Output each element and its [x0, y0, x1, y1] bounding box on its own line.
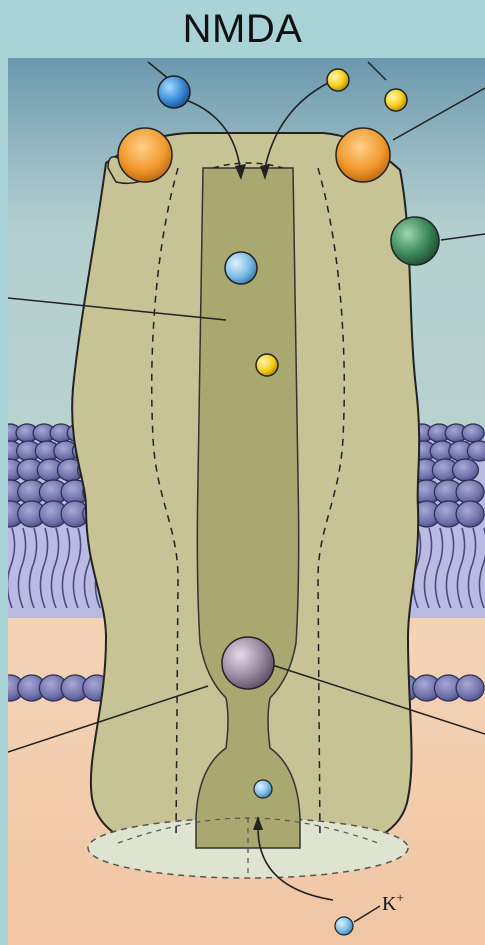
- glycine-binding-site-icon: [391, 217, 439, 265]
- glycine-binding-site: [391, 217, 439, 265]
- glutamate-binding-site-right: [336, 128, 390, 182]
- lipid-head: [456, 675, 484, 701]
- ion-icon: [225, 252, 257, 284]
- magnesium-block-icon: [222, 637, 274, 689]
- lipid-head: [456, 501, 484, 527]
- glutamate-binding-site-icon: [118, 128, 172, 182]
- ion-icon: [158, 76, 190, 108]
- lipid-head: [462, 424, 484, 442]
- ion-icon: [254, 780, 272, 798]
- nmda-receptor-channel: [72, 133, 419, 878]
- potassium-ion-icon: [335, 917, 353, 935]
- ion-icon: [256, 354, 278, 376]
- lipid-head: [452, 459, 478, 481]
- lipid-head: [467, 441, 485, 461]
- ion-icon: [327, 69, 349, 91]
- diagram-title: NMDA: [0, 0, 485, 58]
- nmda-receptor-diagram: K+: [8, 58, 485, 945]
- glutamate-binding-site-icon: [336, 128, 390, 182]
- ion-icon: [385, 89, 407, 111]
